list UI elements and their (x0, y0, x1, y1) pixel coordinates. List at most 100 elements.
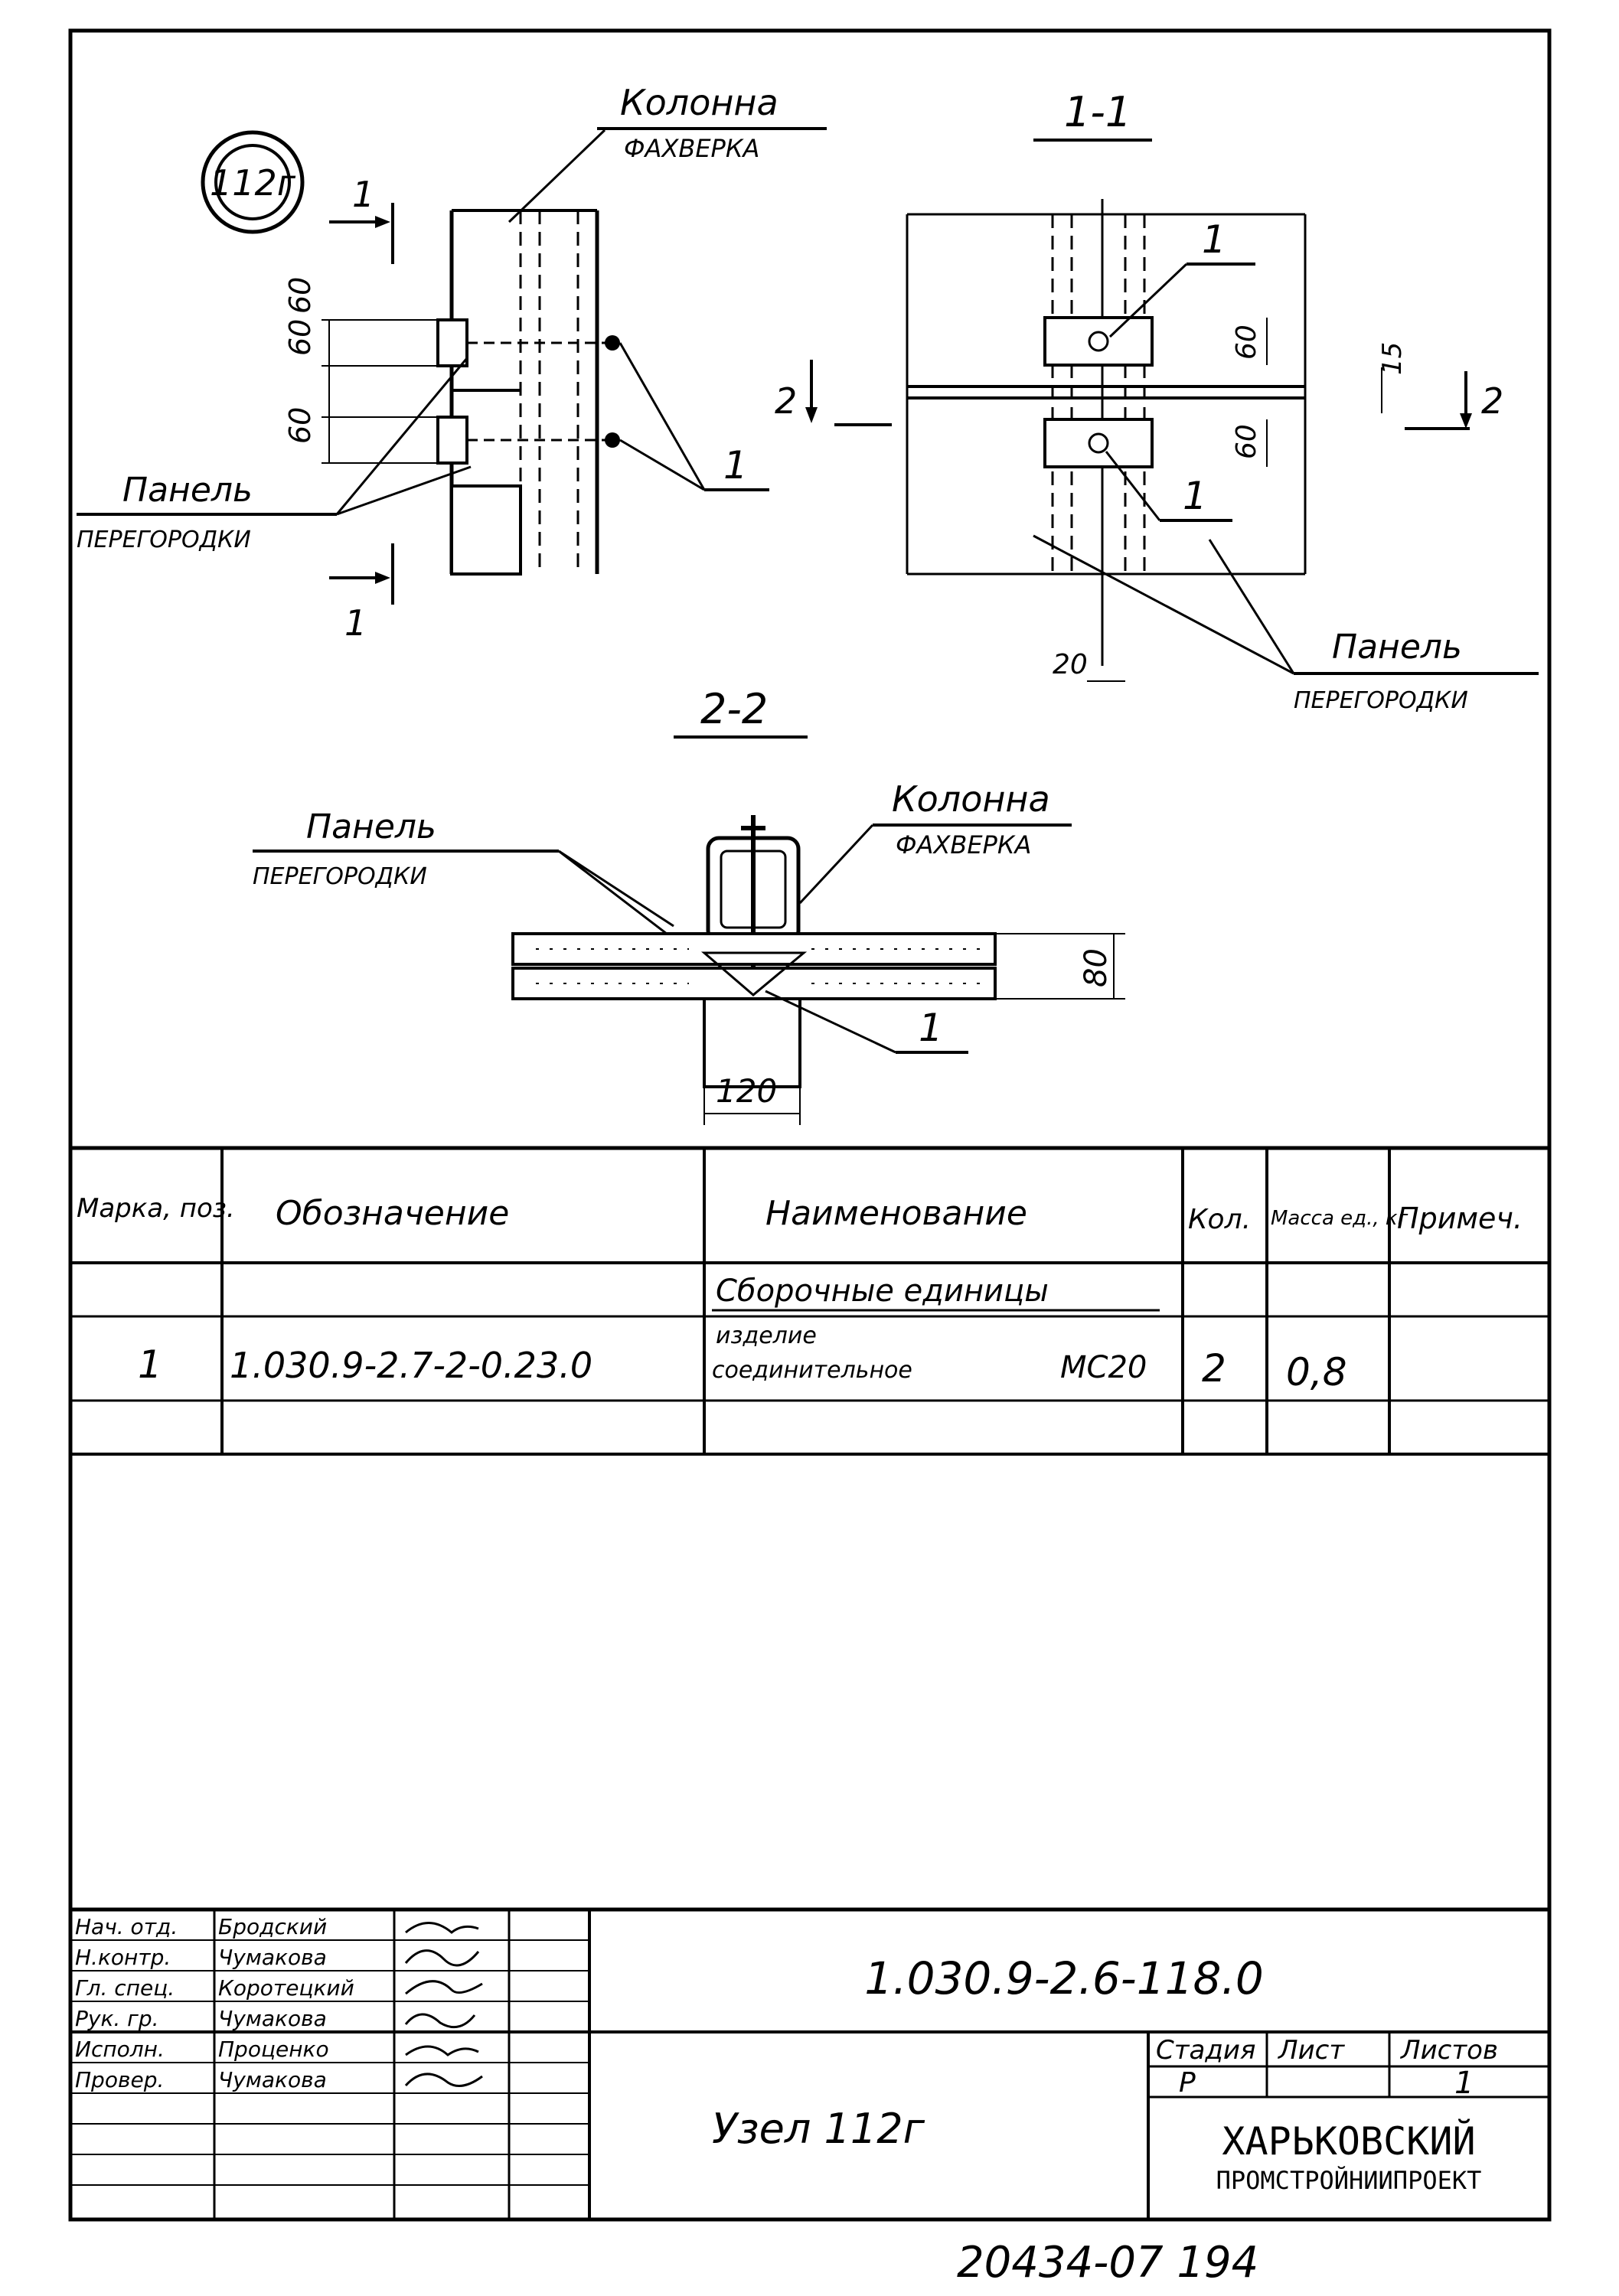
bolt-head-upper-1-1 (1088, 331, 1109, 352)
bolt-head-lower-1-1 (1088, 432, 1109, 454)
connector-wedge (700, 951, 808, 996)
panel-label-left: Панель (122, 471, 253, 510)
column-label-2-2: Колонна (892, 778, 1050, 820)
item-1-leader-2-2 (765, 990, 896, 1054)
dim-60-middle: 60 (283, 277, 317, 314)
name-4: Чумакова (218, 2006, 327, 2031)
dim-60-1-1-lower: 60 (1231, 424, 1262, 459)
section-2-2: 2-2 Колонна ФАХВЕРКА Панель ПЕРЕГОРОДКИ … (253, 685, 1125, 1125)
drawing-title: Узел 112г (712, 2105, 925, 2153)
doc-code: 1.030.9-2.6-118.0 (864, 1952, 1264, 2004)
column-sublabel-2-2: ФАХВЕРКА (896, 830, 1031, 859)
role-5: Исполн. (75, 2037, 165, 2062)
panel-leader-right-2 (1208, 539, 1295, 674)
spec-table-text: Марка, поз. Обозначение Наименование Кол… (77, 1193, 1523, 1394)
stage-label: Стадия (1156, 2035, 1255, 2066)
row-1-name-line2: соединительное (712, 1357, 912, 1384)
role-4: Рук. гр. (75, 2006, 159, 2031)
name-1: Бродский (218, 1914, 327, 1939)
role-1: Нач. отд. (75, 1914, 178, 1939)
org-line-1: ХАРЬКОВСКИЙ (1222, 2118, 1475, 2164)
section-2-2-title: 2-2 (700, 685, 768, 733)
column-leader-2-2 (798, 823, 874, 905)
item-1-label-lower: 1 (1183, 474, 1207, 518)
panel-sublabel-left: ПЕРЕГОРОДКИ (77, 527, 251, 553)
cut-2-left-label: 2 (775, 380, 797, 422)
sheets-label: Листов (1399, 2035, 1498, 2066)
cut-2-right-label: 2 (1481, 380, 1503, 422)
dim-60-upper: 60 (283, 319, 317, 356)
sheet-frame (68, 28, 1552, 2222)
header-mark: Марка, поз. (77, 1193, 235, 1224)
name-5: Проценко (218, 2037, 329, 2062)
spec-table (70, 1146, 1549, 1456)
dim-15: 15 (1377, 342, 1408, 375)
sheet-label: Лист (1277, 2035, 1345, 2066)
role-2: Н.контр. (75, 1945, 171, 1970)
node-mark-text: 112г (210, 162, 296, 204)
name-3: Коротецкий (218, 1975, 354, 2001)
row-1-qty: 2 (1202, 1346, 1226, 1391)
dim-120: 120 (716, 1072, 777, 1110)
panel-leader-right-1 (1033, 534, 1294, 675)
header-name: Наименование (765, 1194, 1027, 1233)
header-note: Примеч. (1397, 1202, 1523, 1235)
row-1-mark: 1 (138, 1342, 162, 1387)
signature-marks (404, 1922, 483, 2087)
role-6: Провер. (75, 2067, 164, 2092)
title-block (70, 1907, 1549, 2219)
partition-panel-lower (450, 484, 522, 576)
stage-value: Р (1179, 2067, 1196, 2099)
panel-leader-left-2 (336, 465, 472, 516)
dim-60-lower: 60 (283, 407, 317, 444)
nut-lower (605, 432, 620, 448)
item-1-leader-b (619, 439, 705, 491)
cut-1-top-label: 1 (352, 174, 374, 215)
item-1-leader-lower (1105, 451, 1161, 521)
row-1-mass: 0,8 (1286, 1350, 1347, 1394)
node-mark-outer-circle (201, 130, 305, 234)
footer-number: 20434-07 194 (957, 2238, 1258, 2288)
row-1-name-code: МС20 (1060, 1350, 1147, 1385)
support-rect (703, 997, 801, 1088)
panel-label-2-2: Панель (306, 807, 436, 846)
item-1-label-upper: 1 (1202, 217, 1226, 262)
title-block-text: Нач. отд. Бродский Н.контр. Чумакова Гл.… (75, 1914, 1498, 2195)
column-leader (508, 129, 606, 223)
cut-1-bottom-label: 1 (344, 602, 367, 644)
connector-lower (436, 416, 468, 465)
node-view: 112г Колонна ФАХВЕРКА 1 1 (77, 82, 827, 644)
item-1-leader-upper (1108, 263, 1188, 338)
panel-leader-2-2-1 (558, 850, 674, 928)
header-mass: Масса ед., кг (1271, 1207, 1408, 1230)
cut-2-left-arrowhead (805, 407, 818, 423)
group-title: Сборочные единицы (716, 1274, 1049, 1309)
panel-label-right: Панель (1332, 628, 1462, 667)
cut-1-top-arrowhead (375, 216, 390, 228)
sheets-value: 1 (1454, 2066, 1474, 2101)
nut-upper (605, 335, 620, 351)
connector-upper (436, 318, 468, 367)
item-1-label-node: 1 (723, 443, 748, 488)
section-1-1: 1-1 2 2 60 60 15 20 (775, 88, 1539, 714)
cut-1-bottom-arrowhead (375, 572, 390, 584)
panel-sublabel-2-2: ПЕРЕГОРОДКИ (253, 863, 427, 890)
panel-sublabel-right: ПЕРЕГОРОДКИ (1294, 687, 1468, 714)
name-2: Чумакова (218, 1945, 327, 1970)
role-3: Гл. спец. (75, 1975, 175, 2001)
dim-80: 80 (1079, 948, 1114, 987)
row-1-designation: 1.030.9-2.7-2-0.23.0 (230, 1345, 592, 1386)
panel-leader-left-1 (335, 357, 468, 515)
name-6: Чумакова (218, 2067, 327, 2092)
header-qty: Кол. (1188, 1204, 1251, 1235)
column-sublabel: ФАХВЕРКА (624, 134, 759, 163)
org-line-2: ПРОМСТРОЙНИИПРОЕКТ (1216, 2166, 1482, 2195)
dim-60-1-1-upper: 60 (1231, 325, 1262, 360)
row-1-name-line1: изделие (716, 1322, 817, 1349)
item-1-label-2-2: 1 (919, 1006, 943, 1050)
cut-2-right-arrowhead (1460, 413, 1472, 429)
connector-upper-1-1 (1043, 316, 1154, 367)
dim-20: 20 (1053, 649, 1088, 680)
item-1-leader-a (619, 342, 706, 491)
